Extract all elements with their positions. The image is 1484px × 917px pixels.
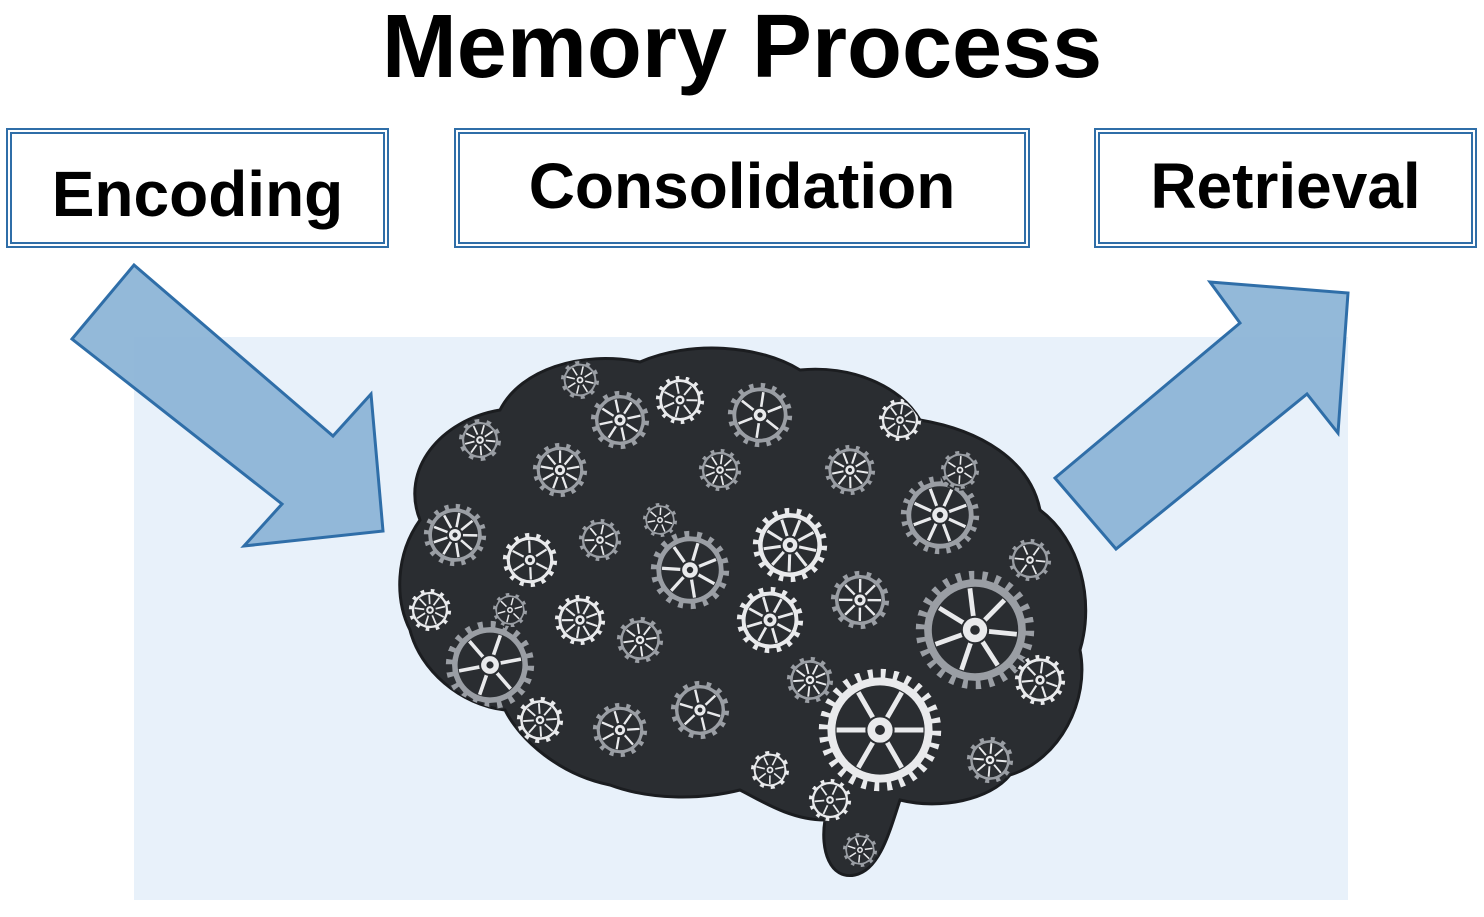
gear-icon [939,449,981,491]
gear-icon [641,501,679,539]
gear-icon [1007,537,1053,583]
gear-icon [823,443,877,497]
gear-icon [553,593,607,647]
stage-label-consolidation: Consolidation [528,150,956,222]
gear-icon [841,831,879,869]
gear-icon [785,655,835,705]
gear-icon [407,587,453,633]
gear-icon [654,374,706,426]
brain-gears-icon [398,346,1088,877]
gear-icon [422,502,488,568]
gear-icon [829,569,891,631]
gear-icon [965,735,1015,785]
stage-box-retrieval: Retrieval [1094,128,1477,248]
stage-label-retrieval: Retrieval [1150,150,1421,222]
gear-icon [697,447,743,493]
gear-icon [751,506,829,584]
gear-icon [615,615,665,665]
gear-icon [735,585,805,655]
gear-icon [559,359,601,401]
gear-icon [444,619,536,711]
encoding-arrow-icon [69,262,385,548]
gear-icon [491,591,529,629]
gear-icon [807,777,853,823]
gear-icon [899,474,981,556]
gear-cluster [407,359,1067,869]
gear-icon [577,517,623,563]
gear-icon [817,667,943,793]
gear-icon [591,701,649,759]
gear-icon [669,679,731,741]
gear-icon [877,397,923,443]
gear-icon [914,569,1036,691]
gear-icon [515,695,565,745]
stage-label-encoding: Encoding [51,158,344,230]
gear-icon [649,529,731,611]
gear-icon [749,749,791,791]
stage-box-encoding: Encoding [6,128,389,248]
stage-box-consolidation: Consolidation [454,128,1030,248]
gear-icon [531,441,589,499]
gear-icon [1013,653,1067,707]
retrieval-arrow-icon [1052,280,1350,552]
gear-icon [457,417,503,463]
gear-icon [726,381,794,449]
gear-icon [589,389,651,451]
diagram-title: Memory Process [381,0,1103,97]
gear-icon [501,531,559,589]
